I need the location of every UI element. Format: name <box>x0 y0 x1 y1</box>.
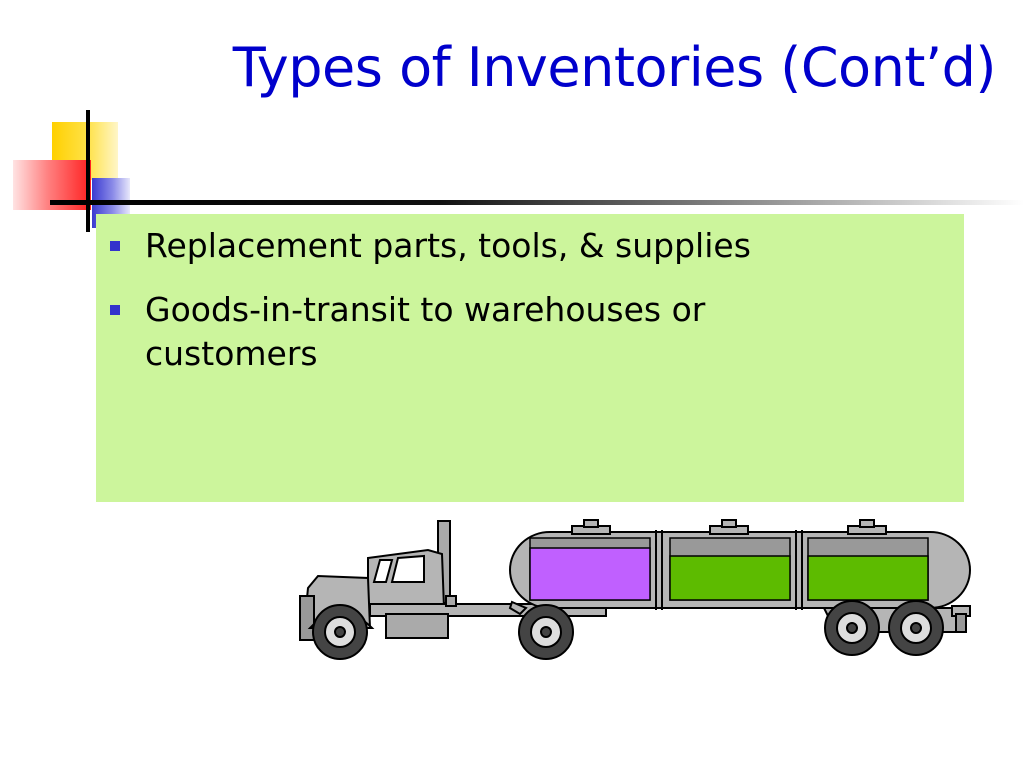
content-box: Replacement parts, tools, & supplies Goo… <box>96 214 964 502</box>
slide-title: Types of Inventories (Cont’d) <box>232 36 997 99</box>
title-underline <box>50 200 1024 205</box>
decor-vertical-line <box>86 110 90 232</box>
bullet-marker-icon <box>110 241 120 251</box>
bullet-item: Goods-in-transit to warehouses or custom… <box>96 288 845 376</box>
bullet-item: Replacement parts, tools, & supplies <box>96 224 845 268</box>
bullet-marker-icon <box>110 305 120 315</box>
bullet-text: Replacement parts, tools, & supplies <box>145 226 751 265</box>
bullet-text: Goods-in-transit to warehouses or custom… <box>145 290 706 373</box>
tanker-truck-icon <box>299 519 971 660</box>
bullet-list: Replacement parts, tools, & supplies Goo… <box>96 214 964 376</box>
